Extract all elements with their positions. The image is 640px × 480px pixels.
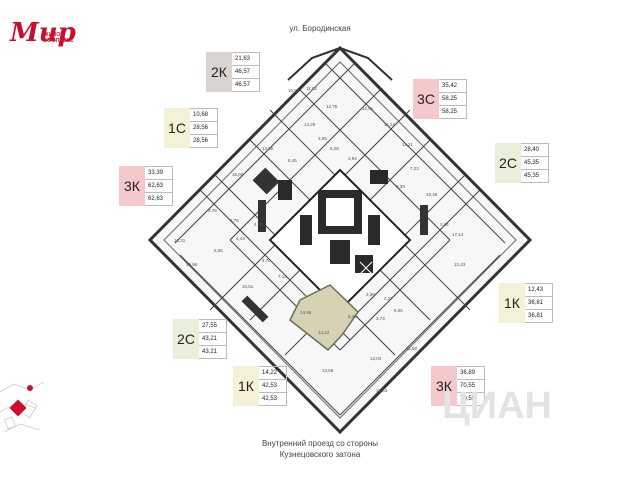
room-area-label: 10,51 (242, 284, 254, 289)
living-area: 21,63 (232, 53, 259, 66)
room-area-label: 5,46 (348, 314, 357, 319)
apartment-type: 3С (413, 79, 439, 119)
street-label-bottom: Внутренний проезд со стороны Кузнецовско… (0, 438, 640, 460)
room-area-label: 3,65 (318, 136, 327, 141)
room-area-label: 7,23 (410, 166, 419, 171)
room-area-label: 3,94 (348, 156, 357, 161)
room-area-label: 4,27 (384, 296, 393, 301)
room-area-label: 12,75 (326, 104, 338, 109)
apartment-type: 2С (173, 319, 199, 359)
room-area-label: 17,14 (452, 232, 464, 237)
site-minimap (0, 381, 45, 433)
apartment-type: 1К (499, 283, 525, 323)
room-area-label: 12,43 (454, 262, 466, 267)
street-label-line-2: Кузнецовского затона (279, 450, 361, 459)
structural-columns (241, 167, 428, 323)
apartment-type: 2К (206, 52, 232, 92)
total-area: 45,35 (521, 157, 548, 170)
total-area: 62,63 (145, 180, 172, 193)
living-area: 12,43 (525, 284, 552, 297)
room-area-label: 12,53 (376, 388, 388, 393)
room-area-label: 8,55 (214, 248, 223, 253)
room-area-label: 19,46 (426, 192, 438, 197)
total-area: 46,57 (232, 66, 259, 79)
room-area-label: 11,21 (402, 142, 413, 147)
room-area-label: 4,06 (254, 222, 263, 227)
room-area-label: 9,78 (208, 208, 217, 213)
room-area-label: 4,70 (262, 258, 271, 263)
room-area-label: 13,68 (322, 368, 334, 373)
logo-mark: Мир (10, 18, 76, 48)
area-with-balcony: 62,63 (148, 196, 164, 202)
room-area-label: 3,04 (440, 222, 449, 227)
apartment-type: 1К (233, 366, 259, 406)
apartment-type: 3К (119, 166, 145, 206)
area-with-balcony: 28,56 (193, 138, 209, 144)
apartment-type: 3К (431, 366, 457, 406)
apartment-type: 1С (164, 108, 190, 148)
living-area: 28,40 (521, 144, 548, 157)
area-with-balcony: 42,53 (262, 396, 278, 402)
room-area-label: 12,31 (174, 238, 186, 243)
room-area-label: 3,36 (366, 292, 375, 297)
total-area: 28,56 (190, 122, 217, 135)
logo: Мир ЖИЛОЙ КОМПЛЕКС (10, 20, 80, 60)
central-core (268, 168, 412, 312)
living-area: 14,22 (259, 367, 286, 380)
street-label-line-1: Внутренний проезд со стороны (261, 439, 379, 448)
apartment-type: 2С (495, 143, 521, 183)
room-area-label: 6,39 (396, 184, 405, 189)
room-labels: 10,97 11,02 12,75 13,29 3,65 12,81 11,24 11,21 1… (174, 86, 466, 393)
room-area-label: 10,97 (288, 88, 300, 93)
room-area-label: 13,29 (304, 122, 316, 127)
watermark: ЦИАН (442, 385, 552, 427)
area-with-balcony: 45,35 (524, 173, 540, 179)
room-area-label: 3,76 (230, 218, 239, 223)
living-area: 10,68 (190, 109, 217, 122)
street-label-top: ул. Бородинская (289, 24, 351, 33)
room-area-label: 6,45 (288, 158, 297, 163)
room-area-label: 13,60 (262, 146, 274, 151)
total-area: 43,21 (199, 333, 226, 346)
area-with-balcony: 46,57 (235, 82, 251, 88)
room-area-label: 12,81 (362, 106, 374, 111)
room-area-label: 5,28 (330, 146, 339, 151)
room-area-label: 3,73 (376, 316, 385, 321)
room-area-label: 4,43 (236, 236, 245, 241)
area-with-balcony: 70,55 (460, 396, 476, 402)
total-area: 42,53 (259, 380, 286, 393)
living-area: 33,39 (145, 167, 172, 180)
area-with-balcony: 58,25 (442, 109, 458, 115)
total-area: 36,81 (525, 297, 552, 310)
living-area: 36,89 (457, 367, 484, 380)
highlighted-apartment[interactable] (289, 284, 359, 352)
room-area-label: 14,86 (300, 310, 312, 315)
logo-subtitle: ЖИЛОЙ КОМПЛЕКС (44, 32, 74, 44)
room-area-label: 10,96 (186, 262, 198, 267)
room-area-label: 11,02 (306, 86, 317, 91)
room-area-label: 7,14 (278, 274, 287, 279)
total-area: 58,25 (439, 93, 466, 106)
room-area-label: 11,68 (406, 346, 417, 351)
room-area-label: 14,22 (318, 330, 330, 335)
living-area: 27,55 (199, 320, 226, 333)
room-area-label: 11,24 (384, 122, 395, 127)
total-area: 70,55 (457, 380, 484, 393)
room-area-label: 13,03 (370, 356, 382, 361)
area-with-balcony: 43,21 (202, 349, 218, 355)
room-area-label: 15,00 (232, 172, 244, 177)
room-area-label: 6,05 (394, 308, 403, 313)
living-area: 35,42 (439, 80, 466, 93)
area-with-balcony: 36,81 (528, 313, 544, 319)
